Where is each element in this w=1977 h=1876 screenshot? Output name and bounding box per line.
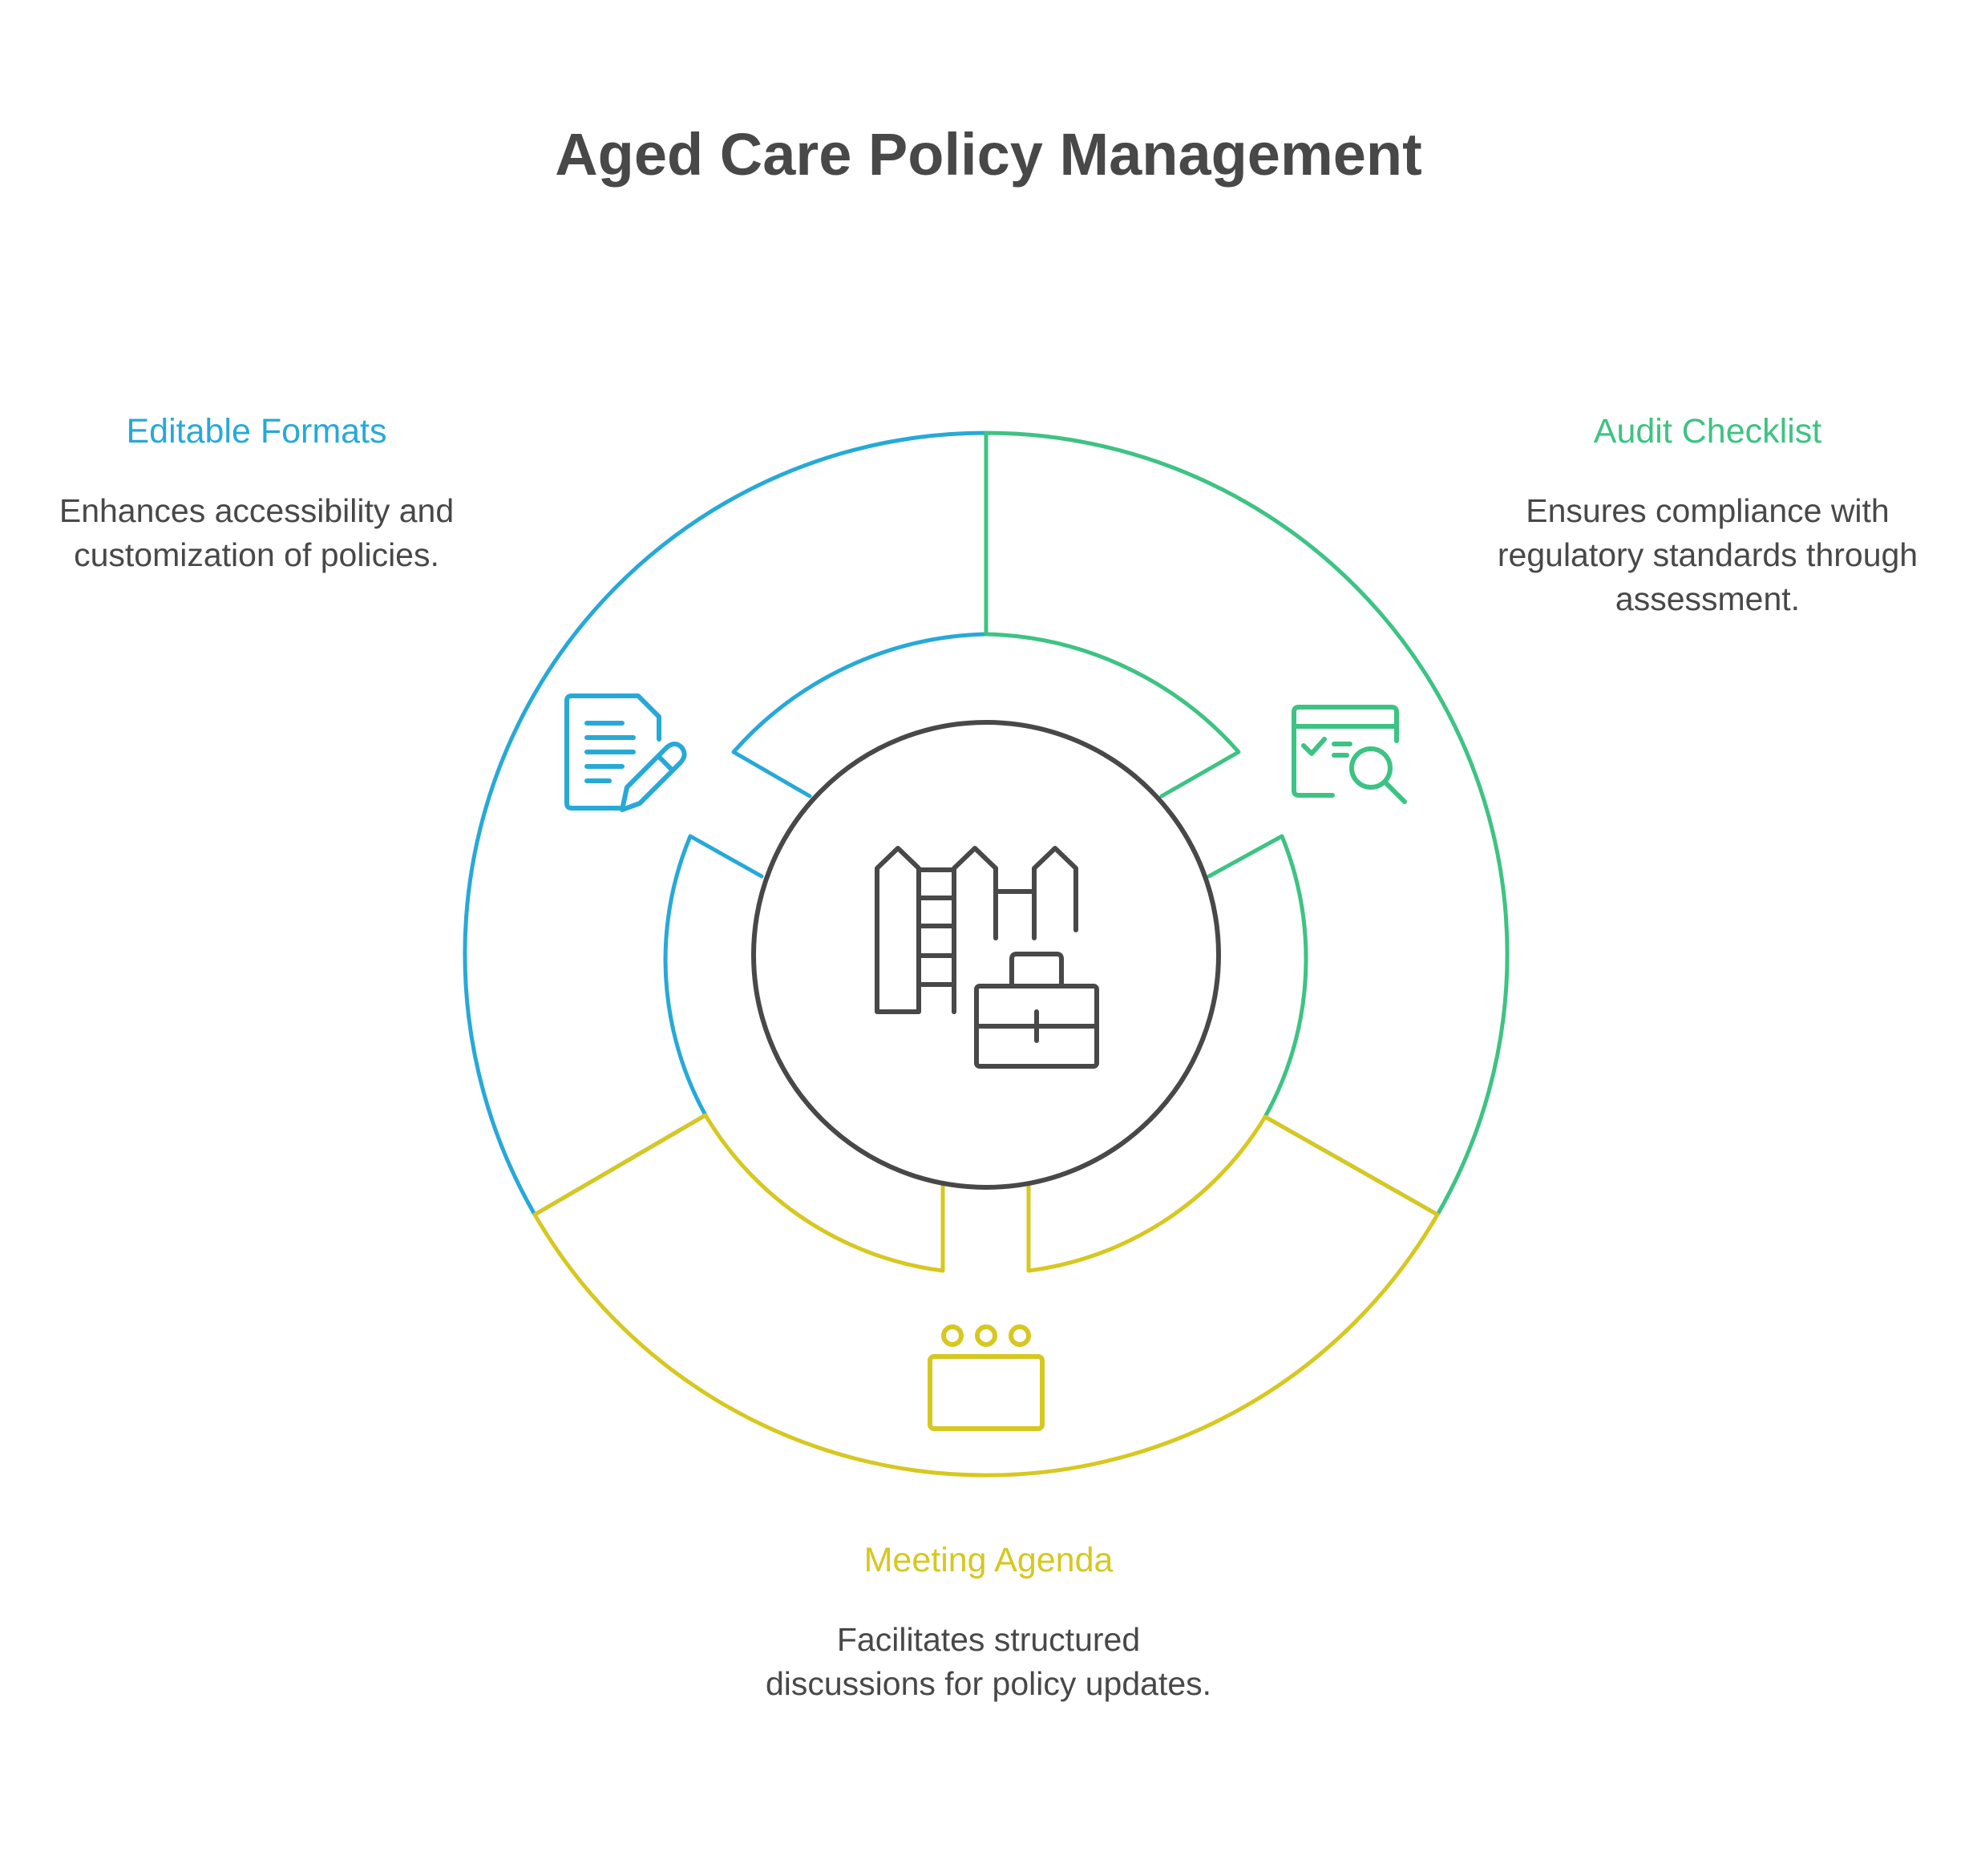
section-description: Facilitates structured discussions for p… bbox=[765, 1621, 1212, 1702]
document-edit-icon bbox=[564, 693, 687, 812]
section-heading: Editable Formats bbox=[126, 412, 387, 451]
section-description: Ensures compliance with regulatory stand… bbox=[1497, 492, 1918, 617]
fence-briefcase-icon bbox=[875, 846, 1099, 1069]
section-heading: Meeting Agenda bbox=[863, 1541, 1114, 1579]
meeting-table-icon bbox=[928, 1324, 1045, 1431]
outer-ring bbox=[463, 431, 1510, 1478]
section-description: Enhances accessibility and customization… bbox=[59, 492, 455, 573]
section-meeting-agenda: Meeting Agenda Facilitates structured di… bbox=[748, 1539, 1229, 1706]
outer-segment-audit bbox=[984, 431, 1510, 1217]
checklist-search-icon bbox=[1292, 705, 1407, 804]
page-title: Aged Care Policy Management bbox=[555, 121, 1422, 188]
center-circle bbox=[751, 720, 1221, 1190]
outer-segment-meeting bbox=[532, 1113, 1440, 1478]
section-audit-checklist: Audit Checklist Ensures compliance with … bbox=[1467, 410, 1948, 621]
section-heading: Audit Checklist bbox=[1593, 412, 1822, 451]
section-editable-formats: Editable Formats Enhances accessibility … bbox=[16, 410, 497, 577]
